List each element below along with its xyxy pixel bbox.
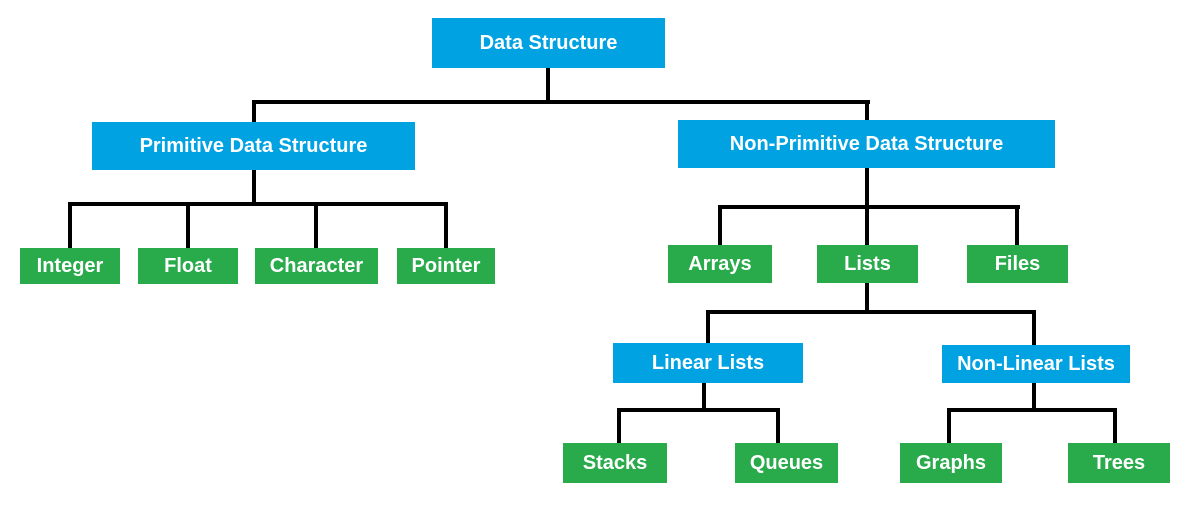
- node-queues: Queues: [735, 443, 838, 483]
- node-stacks: Stacks: [563, 443, 667, 483]
- connector-nonlinearlists-bar: [947, 408, 1117, 412]
- node-character: Character: [255, 248, 378, 284]
- node-non-linear-lists: Non-Linear Lists: [942, 345, 1130, 383]
- node-graphs: Graphs: [900, 443, 1002, 483]
- connector-primitive-bar: [68, 202, 448, 206]
- node-primitive-data-structure: Primitive Data Structure: [92, 122, 415, 170]
- node-non-primitive-data-structure: Non-Primitive Data Structure: [678, 120, 1055, 168]
- connector-level1-bar: [252, 100, 870, 104]
- connector-drop-character: [314, 202, 318, 248]
- node-pointer: Pointer: [397, 248, 495, 284]
- connector-drop-nonlinearlists: [1032, 310, 1036, 345]
- connector-drop-stacks: [617, 408, 621, 443]
- connector-nonlinearlists-stem: [1032, 383, 1036, 412]
- connector-drop-graphs: [947, 408, 951, 443]
- connector-linearlists-stem: [702, 383, 706, 412]
- node-integer: Integer: [20, 248, 120, 284]
- connector-drop-float: [186, 202, 190, 248]
- connector-drop-nonprimitive: [865, 100, 869, 120]
- node-arrays: Arrays: [668, 245, 772, 283]
- connector-drop-primitive: [252, 100, 256, 122]
- connector-drop-trees: [1113, 408, 1117, 443]
- connector-drop-integer: [68, 202, 72, 248]
- node-data-structure: Data Structure: [432, 18, 665, 68]
- node-files: Files: [967, 245, 1068, 283]
- connector-drop-arrays: [718, 205, 722, 245]
- connector-primitive-stem: [252, 170, 256, 206]
- connector-nonprimitive-bar: [718, 205, 1020, 209]
- connector-lists-bar: [706, 310, 1036, 314]
- connector-drop-pointer: [444, 202, 448, 248]
- connector-linearlists-bar: [617, 408, 780, 412]
- node-lists: Lists: [817, 245, 918, 283]
- connector-drop-queues: [776, 408, 780, 443]
- connector-lists-stem: [865, 283, 869, 314]
- connector-drop-linearlists: [706, 310, 710, 343]
- node-float: Float: [138, 248, 238, 284]
- node-trees: Trees: [1068, 443, 1170, 483]
- connector-drop-files: [1015, 205, 1019, 245]
- connector-root-stem: [546, 68, 550, 104]
- node-linear-lists: Linear Lists: [613, 343, 803, 383]
